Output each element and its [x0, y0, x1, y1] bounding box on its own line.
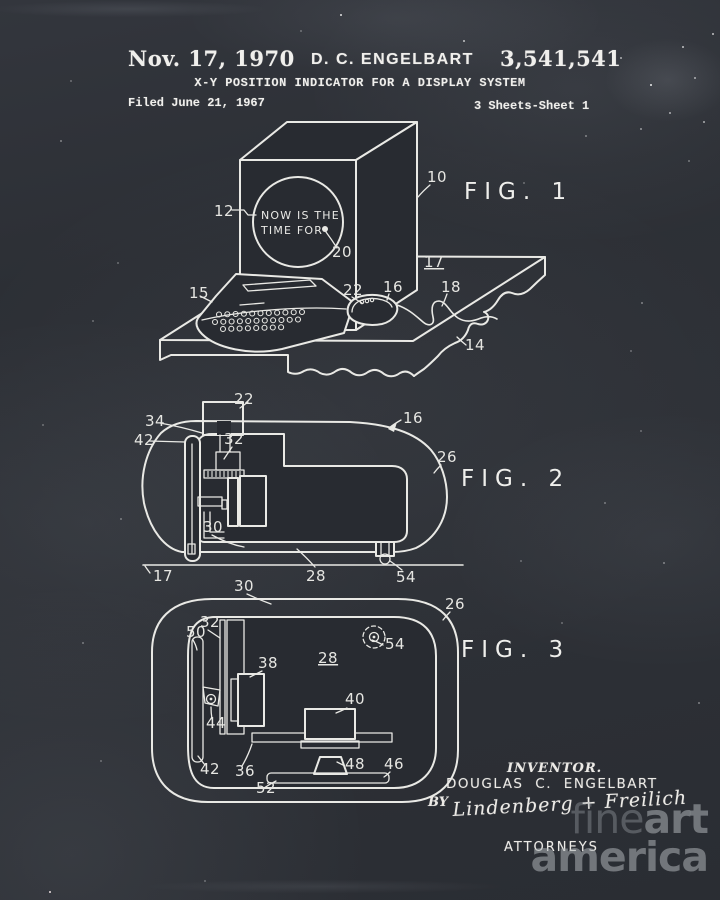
ref-number-36: 36	[235, 762, 255, 780]
screen-cursor	[322, 226, 328, 232]
caster-wheel	[379, 553, 391, 565]
potentiometer-small	[227, 477, 239, 527]
fig1-caption: FIG. 1	[464, 179, 573, 205]
mouse-drawing	[346, 293, 498, 326]
fig2-leader-lines	[144, 401, 442, 574]
ref-number-32: 32	[224, 430, 244, 448]
crt-screen	[252, 176, 344, 268]
ref-number-52: 52	[256, 779, 276, 797]
rack-comb	[203, 469, 245, 479]
ref-number-20: 20	[332, 243, 352, 261]
ref-number-48: 48	[345, 755, 365, 773]
ref-number-46: 46	[384, 755, 404, 773]
ref-number-54: 54	[385, 635, 405, 653]
fig2-caption: FIG. 2	[461, 466, 570, 492]
fig1-drawing: NOW IS THE TIME FOR	[159, 121, 573, 378]
ref-number-32: 32	[200, 613, 220, 631]
ref-number-22: 22	[343, 281, 363, 299]
ref-number-38: 38	[258, 654, 278, 672]
by-label: BY	[428, 795, 449, 810]
ref-number-14: 14	[465, 336, 485, 354]
attorneys-label: ATTORNEYS	[504, 840, 599, 855]
caster-dashed	[362, 625, 386, 649]
ref-number-26: 26	[445, 595, 465, 613]
ref-number-18: 18	[441, 278, 461, 296]
ref-number-17: 17	[424, 253, 444, 271]
screen-text-line2: TIME FOR	[260, 224, 323, 237]
ref-number-28: 28	[318, 649, 338, 667]
pot-block-38	[237, 673, 265, 727]
ref-number-40: 40	[345, 690, 365, 708]
ref-number-12: 12	[214, 202, 234, 220]
ref-number-30: 30	[234, 577, 254, 595]
ref-number-22: 22	[234, 390, 254, 408]
ref-number-42: 42	[134, 431, 154, 449]
axle	[205, 693, 217, 705]
fig3-leader-lines	[192, 593, 451, 789]
screen-text-line1: NOW IS THE	[261, 209, 340, 222]
keyboard-drawing	[195, 273, 355, 353]
ref-number-34: 34	[145, 412, 165, 430]
ref-number-30: 30	[203, 518, 223, 536]
slide-base	[266, 772, 390, 784]
fig3-caption: FIG. 3	[461, 637, 570, 663]
filed-date: Filed June 21, 1967	[128, 96, 265, 110]
mouse-bottom-shell	[151, 598, 459, 803]
ref-number-17: 17	[153, 567, 173, 585]
patent-title: X-Y POSITION INDICATOR FOR A DISPLAY SYS…	[194, 76, 526, 90]
arrowhead-16	[388, 422, 397, 432]
fig1-leader-lines	[199, 184, 467, 346]
ref-number-26: 26	[437, 448, 457, 466]
mouse-shell-section	[141, 420, 448, 553]
inventor-name: DOUGLAS C. ENGELBART	[446, 776, 658, 792]
mouse-cord	[396, 300, 498, 326]
bearing-pedestal	[313, 756, 348, 775]
ref-number-10: 10	[427, 168, 447, 186]
bottom-cavity	[187, 616, 437, 789]
ref-number-54: 54	[396, 568, 416, 586]
ref-number-15: 15	[189, 284, 209, 302]
pot-block-40	[304, 708, 356, 740]
inventor-caption: INVENTOR.	[507, 761, 603, 776]
ref-number-28: 28	[306, 567, 326, 585]
ref-number-16: 16	[383, 278, 403, 296]
ref-number-44: 44	[206, 714, 226, 732]
sheet-info: 3 Sheets-Sheet 1	[474, 99, 590, 113]
ref-number-42: 42	[200, 760, 220, 778]
ref-number-16: 16	[403, 409, 423, 427]
inventor-header: D. C. ENGELBART	[311, 51, 474, 68]
potentiometer-large	[239, 475, 267, 527]
ref-number-50: 50	[186, 623, 206, 641]
fig1-reference-numbers: 10 12 20 15 22 16 18 17 14	[189, 168, 485, 354]
patent-date: Nov. 17, 1970	[128, 46, 295, 71]
typewriter-keys	[211, 308, 306, 333]
patent-number: 3,541,541	[500, 46, 622, 71]
wheel-edge-view	[191, 636, 204, 763]
